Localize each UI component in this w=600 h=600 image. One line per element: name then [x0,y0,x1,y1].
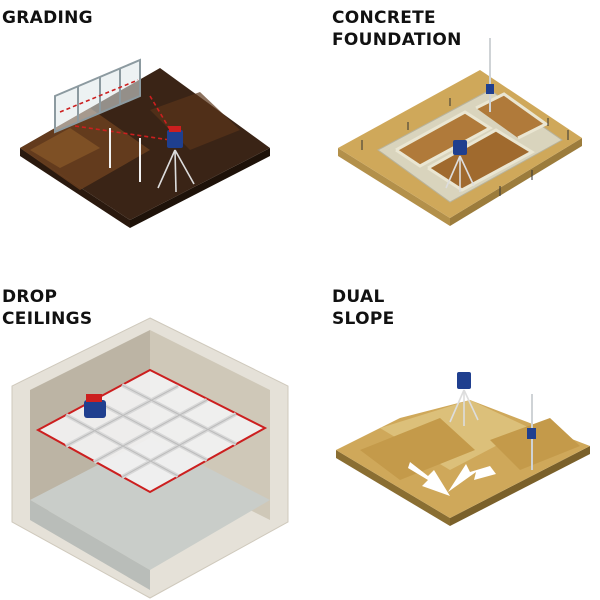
panel-title-line: DROP [2,287,58,307]
panel-title: GRADING [2,7,93,29]
laser-level-icon [157,126,195,193]
panel-title-line: FOUNDATION [332,30,462,50]
panel-title: DROP CEILINGS [2,286,92,330]
grading-panel: GRADING [0,0,300,300]
concrete-foundation-panel: CONCRETE FOUNDATION [300,0,600,300]
panel-title-line: SLOPE [332,309,395,329]
grading-illustration [20,58,270,228]
drop-ceilings-panel: DROP CEILINGS [0,287,300,600]
panel-title: DUAL SLOPE [332,286,395,330]
laser-level-icon [84,394,106,418]
laser-lines [59,79,176,141]
panel-title-line: CONCRETE [332,8,436,28]
dual-slope-panel: DUAL SLOPE [300,287,600,600]
panel-title: CONCRETE FOUNDATION [332,7,462,51]
grade-rod-icon [486,38,494,112]
grade-stakes [109,128,141,182]
foundation-illustration [338,38,582,226]
grade-rod-icon [527,394,536,470]
panel-title-line: DUAL [332,287,385,307]
laser-level-icon [449,372,479,426]
slope-arrow-right-icon [448,464,496,492]
slope-arrows [408,462,496,496]
drop-ceiling-illustration [11,317,289,599]
window-frame [54,58,141,134]
dual-slope-illustration [336,372,590,526]
laser-level-icon [445,140,475,192]
slope-arrow-left-icon [408,462,450,496]
corner-stakes [361,98,569,196]
panel-title-line: CEILINGS [2,309,93,329]
panel-title-line: GRADING [2,8,93,28]
